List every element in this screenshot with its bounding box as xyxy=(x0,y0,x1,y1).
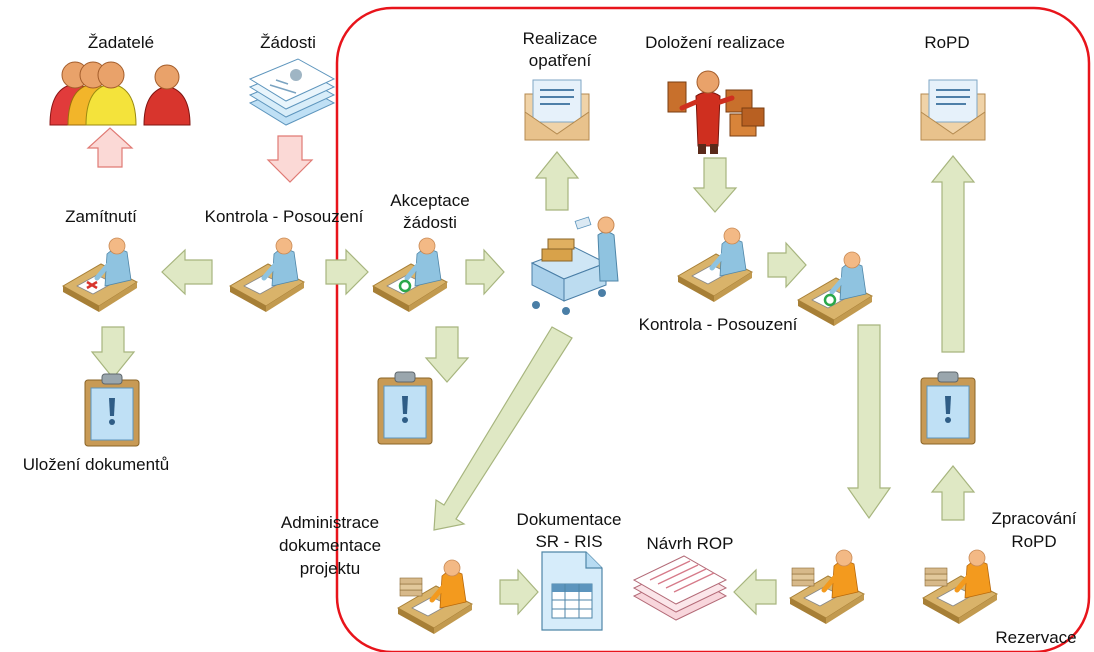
label-administrace: Administrace xyxy=(281,513,379,532)
envelope-icon xyxy=(920,79,986,141)
spreadsheet-document-icon xyxy=(541,551,603,631)
desk-worker-icon xyxy=(230,238,304,312)
clipboard-icon xyxy=(84,373,140,447)
label-rezervace: Rezervace xyxy=(995,628,1076,647)
label-akceptace: žádosti xyxy=(403,213,457,232)
arrow-down xyxy=(846,324,892,520)
lined-papers-icon xyxy=(632,555,728,621)
arrow-down xyxy=(692,157,738,213)
label-administrace: dokumentace xyxy=(279,536,381,555)
arrow-up xyxy=(930,155,976,353)
arrow-right xyxy=(767,241,807,289)
arrow-left xyxy=(161,248,213,296)
label-dokumentace: Dokumentace xyxy=(517,510,622,529)
arrow-left xyxy=(733,568,777,616)
label-kontrola-posouzeni: Kontrola - Posouzení xyxy=(205,207,364,226)
desk-worker-icon xyxy=(923,550,997,624)
desk-worker-icon xyxy=(798,252,872,326)
arrow-down xyxy=(424,326,470,383)
business-person-icon xyxy=(667,70,765,154)
paper-stack-icon xyxy=(248,58,336,126)
desk-worker-icon xyxy=(63,238,137,312)
process-boundary xyxy=(335,6,1091,652)
label-zamitnuti: Zamítnutí xyxy=(65,207,137,226)
label-realizace: Realizace xyxy=(523,29,598,48)
label-zpracovani: Zpracování xyxy=(991,509,1076,528)
label-administrace: projektu xyxy=(300,559,360,578)
arrow-up-red xyxy=(86,127,134,168)
arrow-up xyxy=(930,465,976,521)
label-dolozeni-realizace: Doložení realizace xyxy=(645,33,785,52)
label-ropd: RoPD xyxy=(924,33,969,52)
label-akceptace: Akceptace xyxy=(390,191,469,210)
arrow-up xyxy=(534,151,580,211)
clipboard-icon xyxy=(377,371,433,445)
desk-worker-icon xyxy=(790,550,864,624)
desk-worker-icon xyxy=(398,560,472,634)
label-zadosti: Žádosti xyxy=(260,33,316,52)
arrow-down-red xyxy=(266,135,314,183)
arrow-right xyxy=(325,248,369,296)
clipboard-icon xyxy=(920,371,976,445)
label-zpracovani: RoPD xyxy=(1011,532,1056,551)
label-ulozeni-dokumentu: Uložení dokumentů xyxy=(23,455,169,474)
people-group-icon xyxy=(49,61,191,126)
label-dokumentace: SR - RIS xyxy=(535,532,602,551)
arrow-right xyxy=(465,248,505,296)
label-navrh-rop: Návrh ROP xyxy=(647,534,734,553)
arrow-diagonal xyxy=(433,326,573,531)
arrow-right xyxy=(499,568,539,616)
label-realizace: opatření xyxy=(529,51,592,70)
desk-worker-icon xyxy=(373,238,447,312)
arrow-down xyxy=(90,326,136,379)
desk-worker-icon xyxy=(678,228,752,302)
label-kontrola-posouzeni: Kontrola - Posouzení xyxy=(639,315,798,334)
label-zadatele: Žadatelé xyxy=(88,33,154,52)
mail-cart-icon xyxy=(530,216,619,315)
envelope-icon xyxy=(524,79,590,141)
